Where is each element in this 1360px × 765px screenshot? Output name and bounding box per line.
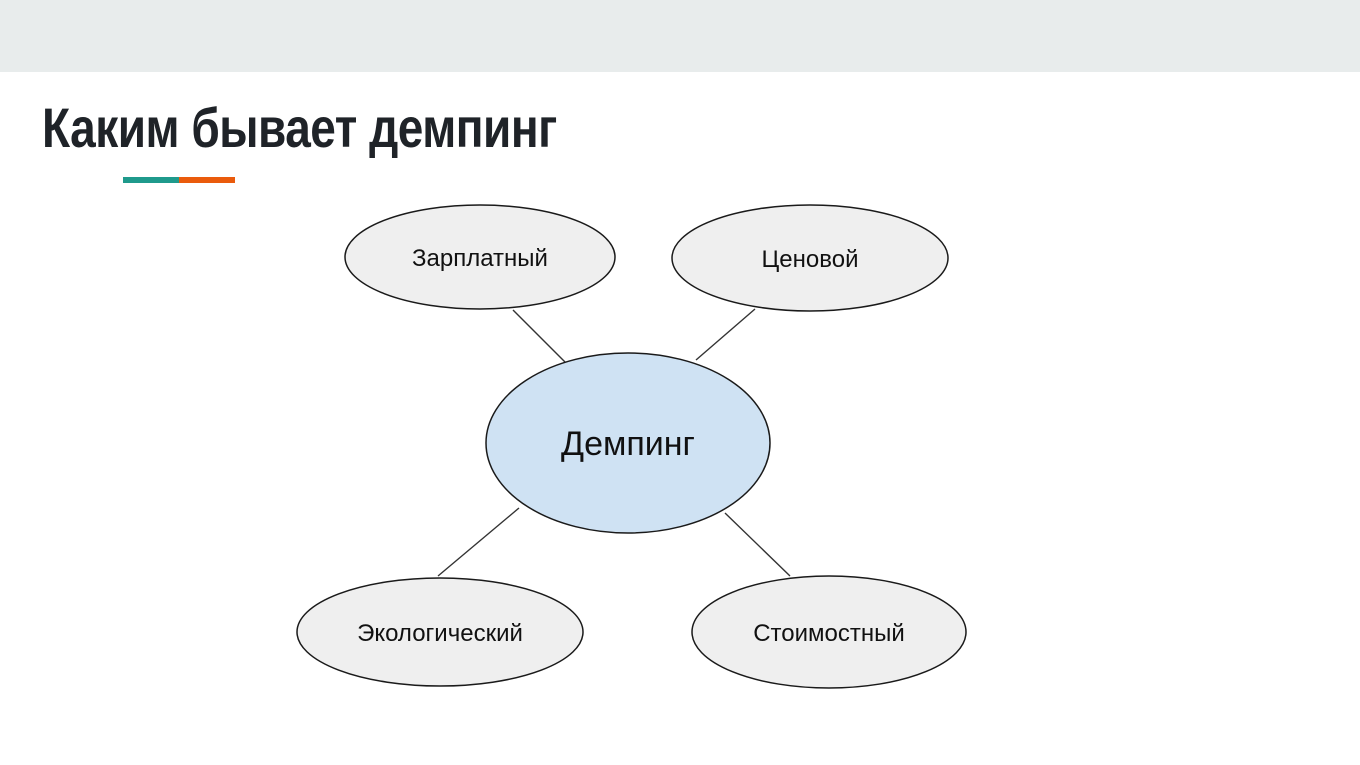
connector-center-to-salary [512, 309, 566, 363]
connector-center-to-cost [724, 512, 791, 577]
accent-orange-segment [179, 177, 235, 183]
connector-center-to-ecological [437, 507, 520, 577]
slide-title: Каким бывает демпинг [42, 96, 557, 159]
title-accent-line [123, 177, 235, 183]
node-ecological-label: Экологический [357, 620, 523, 647]
node-price: Ценовой [671, 204, 949, 312]
node-salary-label: Зарплатный [412, 245, 548, 272]
node-price-label: Ценовой [762, 246, 859, 273]
node-cost-ellipse [691, 575, 967, 689]
node-dumping-label: Демпинг [561, 425, 695, 463]
node-ecological-ellipse [296, 577, 584, 687]
node-salary: Зарплатный [344, 204, 616, 310]
slide-top-band [0, 0, 1360, 72]
node-dumping-ellipse [485, 352, 771, 534]
node-salary-ellipse [344, 204, 616, 310]
connector-center-to-price [695, 308, 756, 361]
node-price-ellipse [671, 204, 949, 312]
node-cost: Стоимостный [691, 575, 967, 689]
node-ecological: Экологический [296, 577, 584, 687]
accent-teal-segment [123, 177, 179, 183]
node-dumping-center: Демпинг [485, 352, 771, 534]
node-cost-label: Стоимостный [753, 620, 905, 647]
